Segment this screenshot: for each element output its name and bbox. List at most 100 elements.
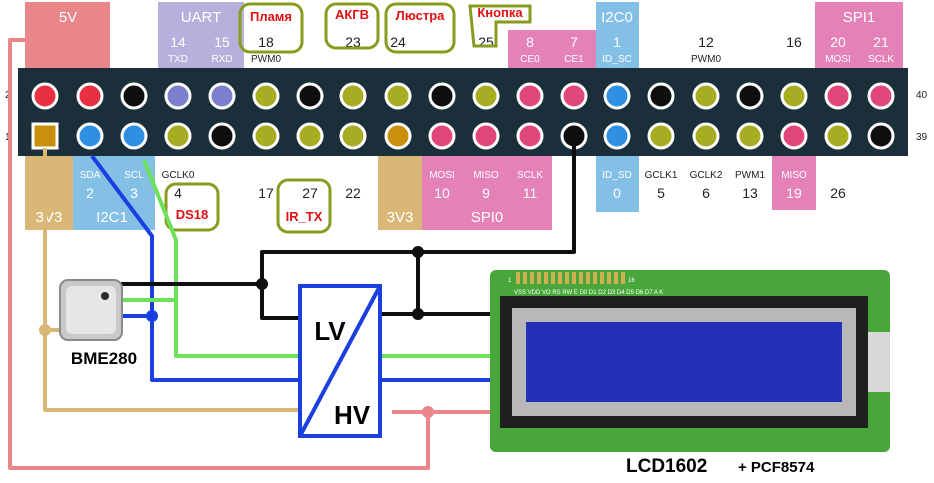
pin-28-id-sc: [603, 82, 631, 110]
pin-32-gpio12: [692, 82, 720, 110]
pin-7-gpio4: [164, 122, 192, 150]
pin-11-gpio17: [252, 122, 280, 150]
pin-17-3v3: [384, 122, 412, 150]
pin-label-1: 1: [613, 34, 621, 50]
pin-label-27: 27: [302, 185, 318, 201]
annotation-akgv: АКГВ: [335, 7, 369, 22]
pin-sub-15: RXD: [211, 54, 232, 65]
pin-label-26: 26: [830, 185, 846, 201]
pin-36-gpio16: [780, 82, 808, 110]
pin-label-4: 4: [174, 185, 182, 201]
pin-sub-7: CE1: [564, 54, 584, 65]
group-title-3v3a: 3V3: [36, 209, 63, 226]
pin-sub-9: MISO: [473, 170, 499, 181]
level-shifter-hv: HV: [334, 400, 371, 430]
pin-label-13: 13: [742, 185, 758, 201]
annotation-flame: Пламя: [250, 9, 292, 24]
pin-sub-18: PWM0: [251, 54, 281, 65]
header-pins-top: [31, 82, 895, 110]
level-shifter-lv: LV: [314, 316, 346, 346]
pin-19-mosi: [428, 122, 456, 150]
row-label-top-right: 40: [916, 90, 928, 101]
pin-15-gpio22: [339, 122, 367, 150]
pin-23-sclk: [516, 122, 544, 150]
group-title-5v: 5V: [59, 9, 77, 26]
pin-label-16: 16: [786, 34, 802, 50]
pin-12-gpio18: [252, 82, 280, 110]
lcd-module: [490, 270, 890, 452]
pin-label-22: 22: [345, 185, 361, 201]
pin-30-gnd: [647, 82, 675, 110]
pin-label-24: 24: [390, 34, 406, 50]
annotation-button: Кнопка: [477, 5, 523, 20]
pin-3-sda: [76, 122, 104, 150]
pin-35-miso: [780, 122, 808, 150]
pin-sub-19: MISO: [781, 170, 807, 181]
lcd-label-main: LCD1602: [626, 456, 707, 477]
pin-sub-6: GCLK2: [690, 170, 723, 181]
group-title-i2c0: I2C0: [601, 9, 633, 26]
pin-13-gpio27: [296, 122, 324, 150]
pin-29-gpio5: [647, 122, 675, 150]
pin-label-15: 15: [214, 34, 230, 50]
lcd-pin-names: VSS VDD VO RS RW E D0 D1 D2 D3 D4 D5 D6 …: [514, 290, 663, 296]
top-pin-labels: 14 TXD 15 RXD 18 PWM0 23 24 25 8 CE0 7 C…: [168, 34, 894, 65]
pin-26-ce1: [560, 82, 588, 110]
pin-label-2: 2: [86, 185, 94, 201]
pin-14-gnd: [296, 82, 324, 110]
pin-24-ce0: [516, 82, 544, 110]
pin-sub-14: TXD: [168, 54, 188, 65]
pin-20-gnd: [428, 82, 456, 110]
group-title-uart: UART: [181, 9, 222, 26]
lcd-pin-sixteen: 16: [628, 278, 635, 284]
pin-sub-12: PWM0: [691, 54, 721, 65]
bme280-sensor: [59, 279, 123, 341]
pin-6-gnd: [120, 82, 148, 110]
wire-junctions: [39, 246, 434, 418]
pin-38-mosi: [824, 82, 852, 110]
pin-27-id-sd: [603, 122, 631, 150]
annotation-ds18: DS18: [176, 207, 209, 222]
pin-16-gpio23: [339, 82, 367, 110]
pin-label-14: 14: [170, 34, 186, 50]
pin-18-gpio24: [384, 82, 412, 110]
pin-label-0: 0: [613, 185, 621, 201]
gpio-header: [18, 68, 908, 156]
pin-1-3v3: [31, 122, 59, 150]
pin-34-gnd: [736, 82, 764, 110]
group-title-3v3b: 3V3: [387, 209, 414, 226]
pin-label-8: 8: [526, 34, 534, 50]
pin-22-gpio25: [472, 82, 500, 110]
pin-31-gpio6: [692, 122, 720, 150]
pin-33-gpio13: [736, 122, 764, 150]
pin-label-3: 3: [130, 185, 138, 201]
pin-label-25: 25: [478, 34, 494, 50]
pin-label-23: 23: [345, 34, 361, 50]
pin-10-rxd: [208, 82, 236, 110]
pin-sub-4: GCLK0: [162, 170, 195, 181]
header-pins-bottom: [31, 122, 895, 150]
wires: [8, 38, 576, 470]
wire-sda: [90, 154, 300, 382]
row-label-bottom-right: 39: [916, 132, 928, 143]
level-shifter-diagonal: [298, 285, 382, 437]
pin-4-5v: [76, 82, 104, 110]
pin-9-gnd: [208, 122, 236, 150]
pin-5-scl: [120, 122, 148, 150]
pin-sub-21: SCLK: [868, 54, 894, 65]
pin-37-gpio26: [824, 122, 852, 150]
pin-label-9: 9: [482, 185, 490, 201]
pin-sub-3: SCL: [124, 170, 144, 181]
pin-39-gnd: [867, 122, 895, 150]
wire-5v: [8, 38, 430, 470]
pin-label-20: 20: [830, 34, 846, 50]
pin-21-miso: [472, 122, 500, 150]
wire-3v3: [43, 148, 300, 412]
pin-2-5v: [31, 82, 59, 110]
group-title-spi1: SPI1: [843, 9, 876, 26]
pin-40-sclk: [867, 82, 895, 110]
group-title-i2c1: I2C1: [96, 209, 128, 226]
group-title-spi0: SPI0: [471, 209, 504, 226]
pin-label-18: 18: [258, 34, 274, 50]
